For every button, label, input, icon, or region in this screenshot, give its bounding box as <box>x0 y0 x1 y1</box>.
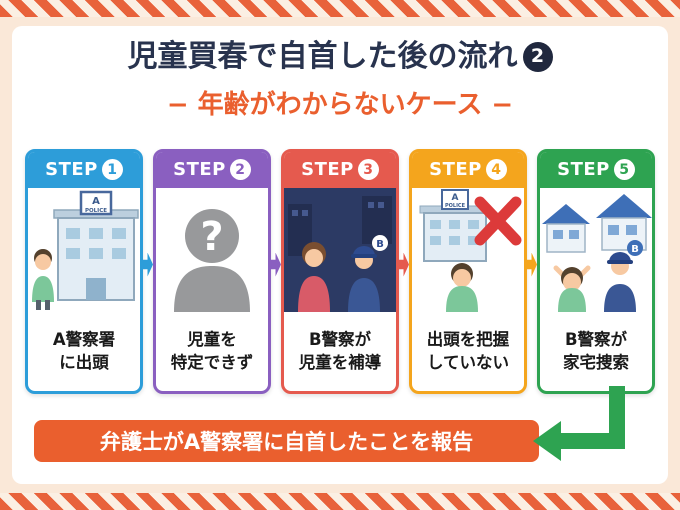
step-5-caption: B警察が 家宅捜索 <box>563 329 629 372</box>
page-title-text: 児童買春で自首した後の流れ <box>127 39 518 74</box>
house-search-illustration: B <box>540 187 652 312</box>
hat-badge <box>627 239 643 256</box>
content-card: 児童買春で自首した後の流れ 2 − 年齢がわからないケース − STEP 1 A <box>12 26 668 484</box>
police-sign-text: POLICE <box>85 208 107 214</box>
hat-badge-letter: B <box>376 239 384 250</box>
hat-badge-letter: B <box>631 244 639 255</box>
step-5-number: 5 <box>613 159 635 180</box>
step-3-caption: B警察が 児童を補導 <box>298 329 382 372</box>
step-4-label: STEP <box>429 159 482 180</box>
step-1-image: A POLICE <box>28 187 140 312</box>
connector-arrow-3 <box>399 252 409 277</box>
report-banner: 弁護士がA警察署に自首したことを報告 <box>34 420 539 462</box>
step-2-number: 2 <box>229 159 251 180</box>
step-4-number: 4 <box>485 159 507 180</box>
steps-row: STEP 1 A POLICE <box>12 148 668 394</box>
step-4-image: A POLICE <box>412 187 524 312</box>
unaware-station-illustration: A POLICE <box>412 187 524 312</box>
police-sign-letter: A <box>92 196 100 207</box>
distressed-person-figure <box>553 265 591 312</box>
connector-arrow-4 <box>527 252 537 277</box>
police-sign <box>441 188 469 210</box>
police-station-illustration: A POLICE <box>28 187 140 312</box>
step-2-caption: 児童を 特定できず <box>170 329 254 372</box>
connector-arrow-2 <box>271 252 281 277</box>
step-4-caption: 出頭を把握 していない <box>426 329 510 372</box>
red-cross-icon <box>474 196 522 245</box>
step-1-caption: A警察署 に出頭 <box>52 329 116 372</box>
step-card-5: STEP 5 <box>537 148 655 394</box>
step-1-label: STEP <box>45 159 98 180</box>
top-stripe-border <box>0 0 680 17</box>
step-card-2: STEP 2 ? 児童を 特定できず <box>153 148 271 394</box>
silhouette-illustration: ? <box>156 187 268 312</box>
step-3-number: 3 <box>357 159 379 180</box>
step-4-header: STEP 4 <box>412 151 524 188</box>
green-arrow-icon <box>533 386 625 461</box>
step-2-label: STEP <box>173 159 226 180</box>
step-3-header: STEP 3 <box>284 151 396 188</box>
worried-person-figure <box>446 262 478 312</box>
page-subtitle: − 年齢がわからないケース − <box>166 89 514 120</box>
step-card-3: STEP 3 <box>281 148 399 394</box>
step-card-1: STEP 1 A POLICE <box>25 148 143 394</box>
police-sign <box>79 190 113 215</box>
night-patrol-illustration: B <box>284 187 396 312</box>
person-figure <box>32 248 54 310</box>
bottom-stripe-border <box>0 493 680 510</box>
step-5-image: B <box>540 187 652 312</box>
step-1-number: 1 <box>101 159 123 180</box>
child-figure <box>298 241 330 312</box>
connector-arrow-1 <box>143 252 153 277</box>
step-2-image: ? <box>156 187 268 312</box>
police-officer-figure: B <box>604 239 643 312</box>
page-title: 児童買春で自首した後の流れ 2 <box>12 39 668 75</box>
hat-badge <box>372 234 388 251</box>
title-number-badge: 2 <box>522 42 553 73</box>
police-sign-text: POLICE <box>445 203 466 209</box>
step-2-header: STEP 2 <box>156 151 268 188</box>
step-5-label: STEP <box>557 159 610 180</box>
house-1 <box>542 203 590 253</box>
step-3-image: B <box>284 187 396 312</box>
question-mark: ? <box>200 214 223 260</box>
step-1-header: STEP 1 <box>28 151 140 188</box>
step-5-header: STEP 5 <box>540 151 652 188</box>
police-officer-figure: B <box>348 234 388 312</box>
police-sign-letter: A <box>452 193 459 203</box>
step-card-4: STEP 4 A POLICE <box>409 148 527 394</box>
step-3-label: STEP <box>301 159 354 180</box>
